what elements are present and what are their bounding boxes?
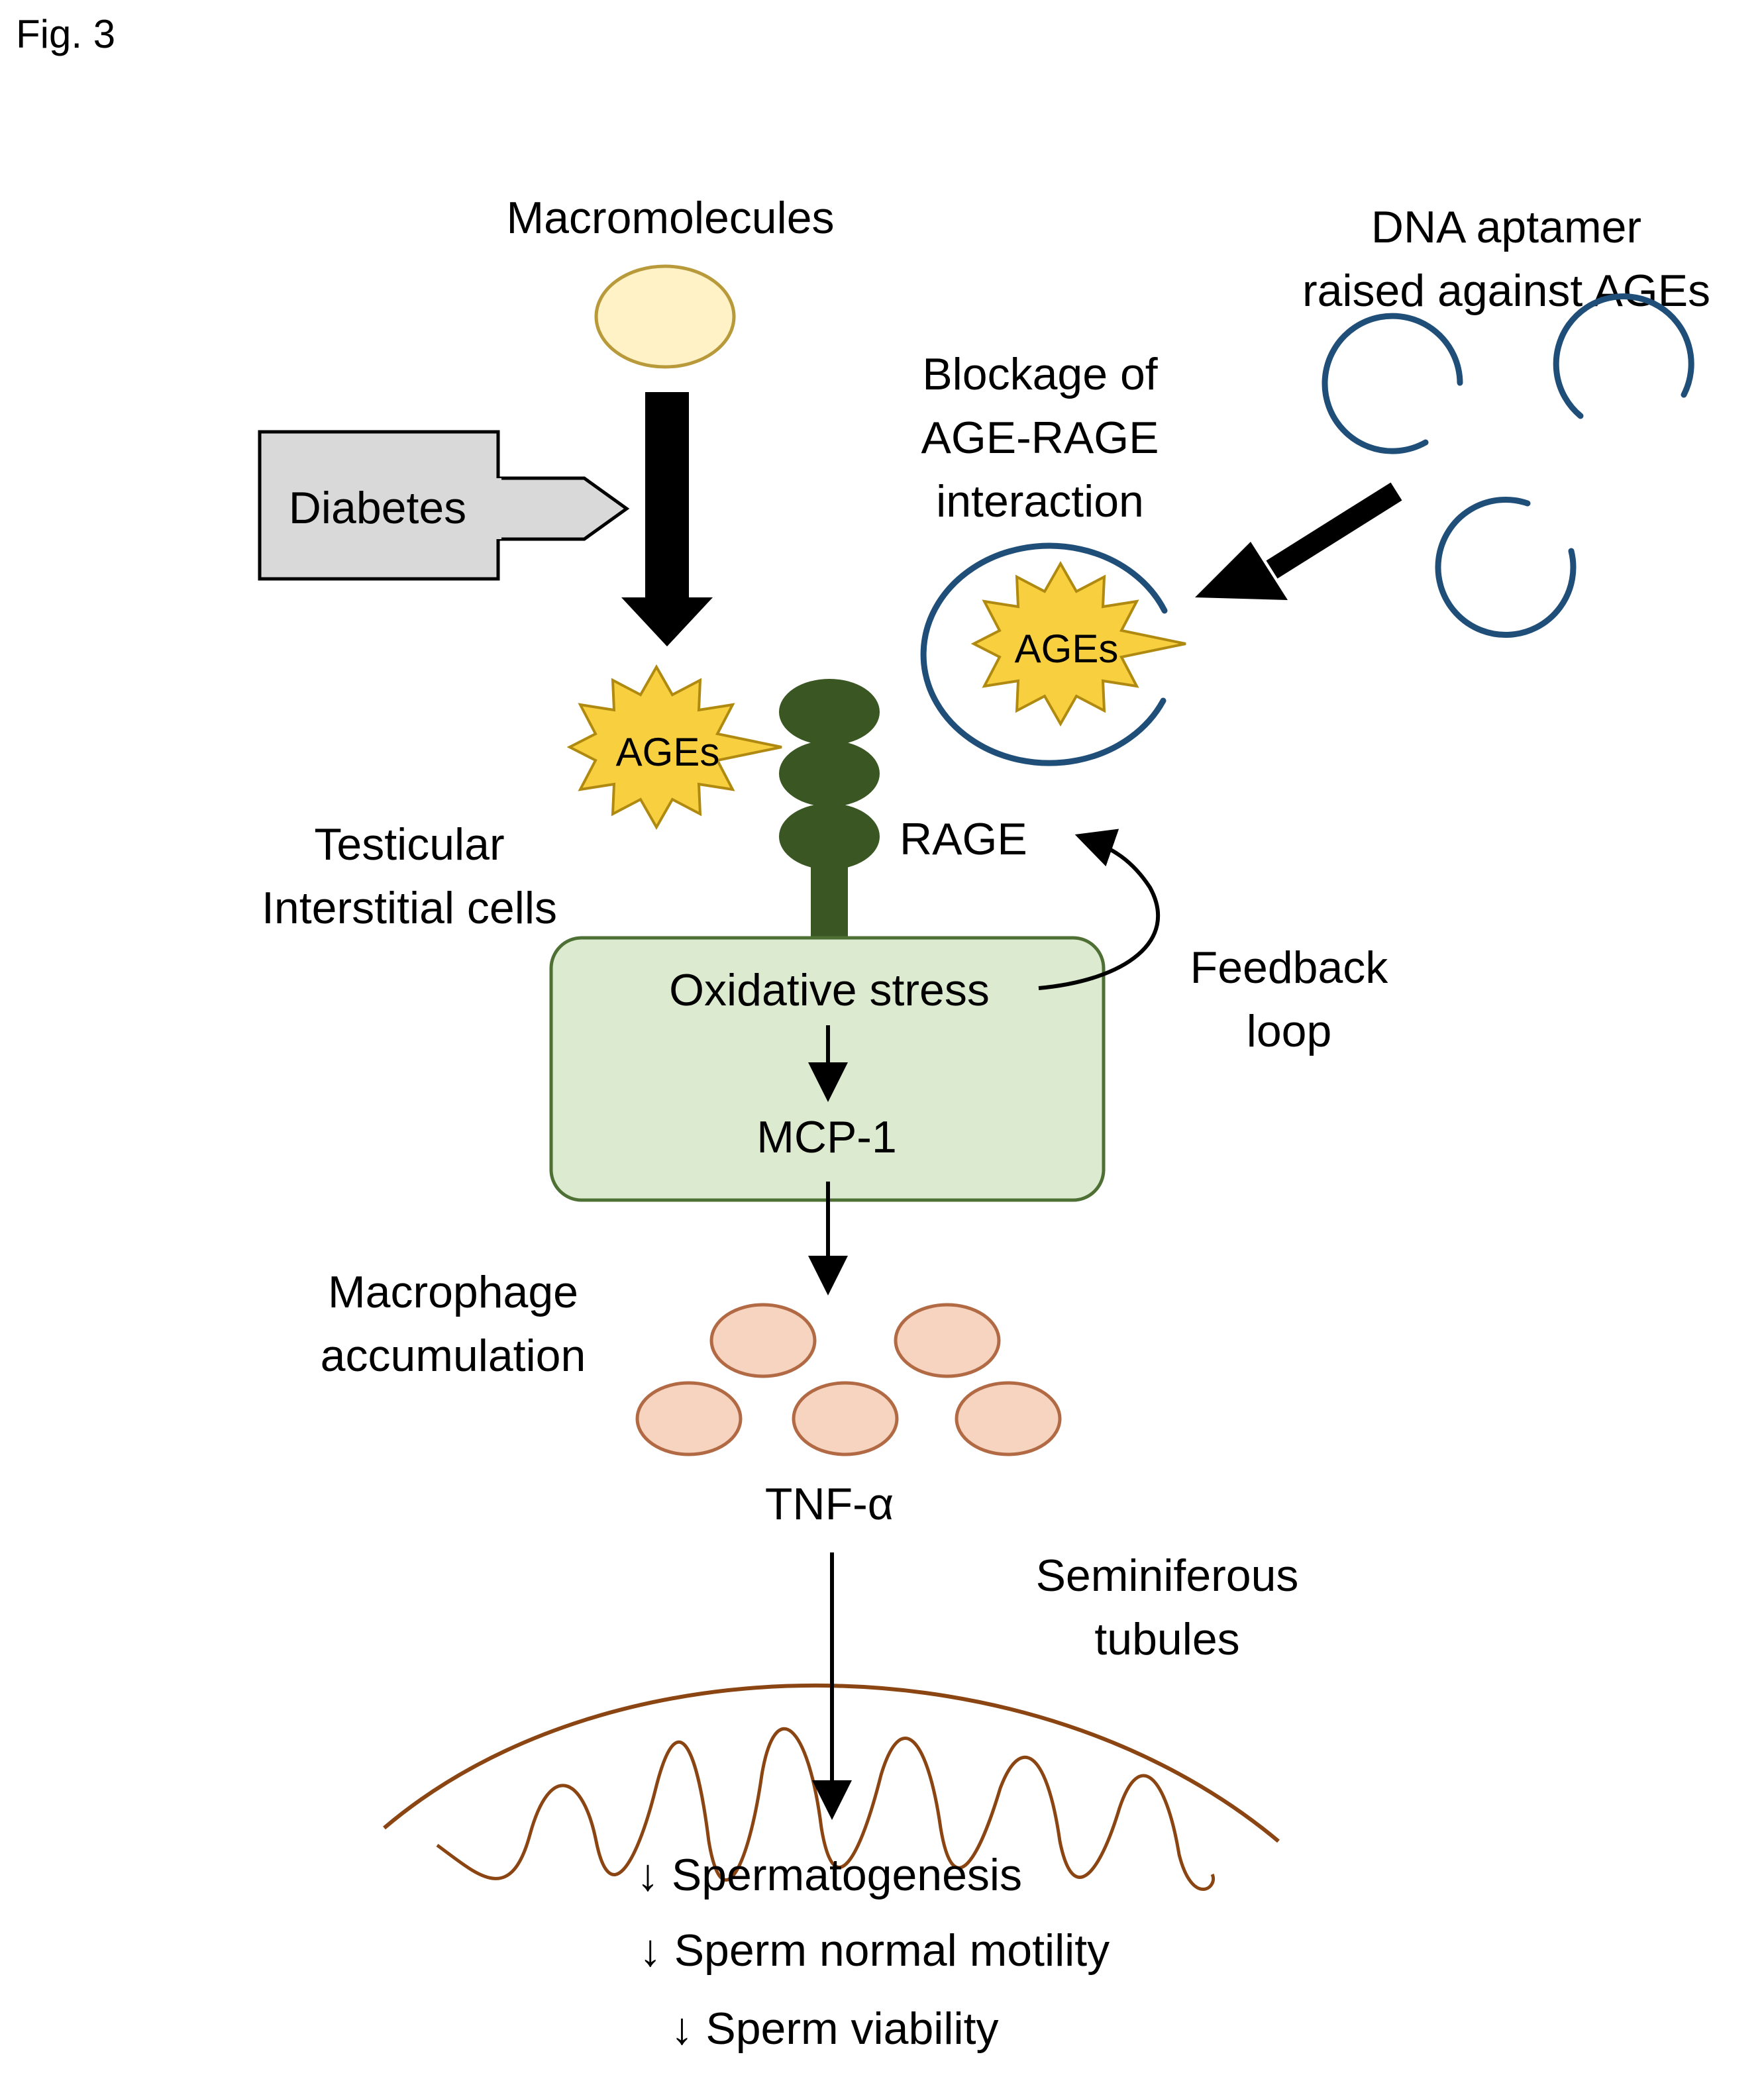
macrophage [894,1303,1001,1378]
aptamer-label-line2: raised against AGEs [1302,266,1710,316]
macromolecules-label: Macromolecules [506,193,834,243]
dna-aptamers [1322,293,1694,638]
diabetes-block-arrow [258,430,630,581]
oxidative-stress-label: Oxidative stress [669,965,990,1015]
tubule-epithelium-wave [436,1727,1215,1891]
blockage-label-line2: AGE-RAGE [921,413,1159,463]
macrophage-cluster [635,1303,1062,1456]
macrophage [709,1303,817,1378]
rage-label: RAGE [900,814,1027,864]
macromolecule-shape [594,264,736,369]
macrophage-label-line2: accumulation [321,1331,586,1381]
seminiferous-label-line1: Seminiferous [1036,1550,1299,1601]
outcome-sperm-viability: ↓ Sperm viability [670,2003,998,2054]
aptamer-binding-arrow [1195,482,1402,600]
glycation-arrow [621,392,713,646]
ages-bound-starburst [970,560,1186,727]
blockage-label-line1: Blockage of [922,349,1157,399]
feedback-label-line2: loop [1247,1006,1332,1056]
figure-label: Fig. 3 [16,12,115,56]
mcp1-label: MCP-1 [756,1112,897,1162]
ages-starburst [566,664,782,831]
blockage-label-line3: interaction [936,476,1144,527]
macrophage [955,1381,1062,1456]
aptamer-ring [1553,293,1694,419]
feedback-loop-arrow [1038,829,1160,990]
testicular-label-line2: Interstitial cells [262,883,557,933]
feedback-label-line1: Feedback [1190,942,1389,993]
macrophage [635,1381,743,1456]
diabetes-label: Diabetes [289,483,466,533]
seminiferous-label-line2: tubules [1094,1614,1239,1664]
aptamer-ring [1435,497,1577,638]
ages-bound-label: AGEs [1015,627,1119,671]
ages-label: AGEs [616,730,720,774]
macrophage [792,1381,899,1456]
outcome-spermatogenesis: ↓ Spermatogenesis [637,1850,1022,1900]
aptamer-label-line1: DNA aptamer [1371,202,1641,252]
testicular-label-line1: Testicular [314,819,504,870]
aptamer-bound-ring [920,542,1168,766]
macrophage-label-line1: Macrophage [328,1267,578,1317]
seminiferous-tubule-arc [383,1684,1280,1843]
aptamer-ring [1322,313,1463,454]
rage-receptor [779,679,880,940]
tnf-alpha-label: TNF-α [765,1479,894,1529]
outcome-sperm-motility: ↓ Sperm normal motility [639,1925,1110,1976]
